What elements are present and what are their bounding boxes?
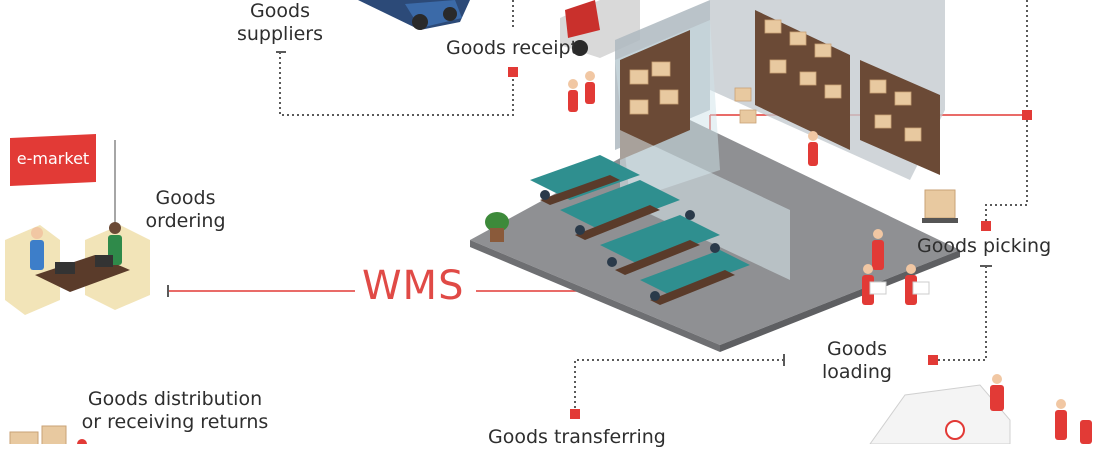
label-loading-line1: Goods: [827, 338, 887, 360]
shelves: [620, 10, 940, 175]
supplier-truck: [358, 0, 470, 30]
picking-cart: [922, 189, 958, 223]
node-picking-top: [1022, 110, 1032, 120]
glass-partition: [620, 130, 790, 280]
label-distribution: Goods distribution or receiving returns: [80, 388, 270, 434]
label-suppliers: Goods suppliers: [230, 0, 330, 46]
node-loading: [928, 355, 938, 365]
ordering-office: [5, 222, 150, 315]
label-loading-line2: loading: [822, 361, 892, 383]
connector-transferring: [574, 359, 784, 413]
label-suppliers-line1: Goods: [250, 0, 310, 22]
node-picking: [981, 221, 991, 231]
distribution-boxes: [9, 425, 87, 444]
connector-suppliers-receipt: [279, 52, 514, 116]
label-distribution-line1: Goods distribution: [87, 388, 263, 410]
office-area: [485, 155, 750, 305]
label-ordering-line2: ordering: [145, 210, 226, 232]
label-picking: Goods picking: [917, 235, 1052, 257]
node-transferring: [570, 409, 580, 419]
loading-workers: [862, 229, 930, 305]
delivery-van: [869, 374, 1092, 444]
tick-marks: [167, 51, 992, 366]
wms-label: WMS: [362, 263, 465, 309]
connector-right-vertical: [985, 0, 1028, 225]
emarket-sign-text: e-market: [16, 149, 90, 168]
warehouse-workers: [568, 71, 818, 166]
connector-picking-loading: [933, 266, 987, 361]
label-ordering: Goods ordering: [138, 187, 233, 233]
label-ordering-line1: Goods: [155, 187, 216, 209]
label-distribution-line2: or receiving returns: [81, 411, 269, 433]
connector-lines: [279, 0, 1028, 413]
emarket-flag: [10, 134, 116, 230]
label-suppliers-line2: suppliers: [236, 23, 324, 45]
node-squares: [508, 67, 1032, 419]
label-loading: Goods loading: [812, 338, 902, 384]
label-receipt: Goods receipt: [446, 37, 578, 59]
node-receipt: [508, 67, 518, 77]
label-transferring: Goods transferring: [488, 426, 666, 448]
